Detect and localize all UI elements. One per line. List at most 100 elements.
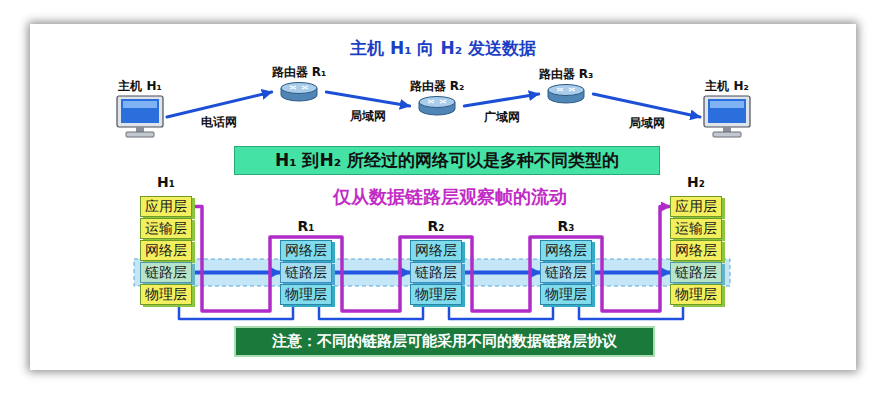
network-link-arrow [464, 94, 538, 106]
monitor-stand [723, 127, 731, 132]
node-label: 网络层 [545, 241, 587, 260]
layer-box: 链路层 [670, 262, 722, 283]
monitor-frame [704, 96, 750, 127]
caption-note: 仅从数据链路层观察帧的流动 [333, 186, 567, 208]
monitor-stand [136, 127, 144, 132]
monitor-screen [708, 99, 746, 123]
stack-heading: R₁ [280, 218, 332, 234]
layer-box: 网络层 [670, 240, 722, 261]
node-label: 网络层 [145, 241, 187, 260]
layer-box: 链路层 [540, 262, 592, 283]
protocol-stack: R₁ 网络层链路层物理层 [280, 218, 332, 306]
stack-heading: H₂ [670, 174, 722, 190]
node-label: 物理层 [145, 285, 187, 304]
node-label: 物理层 [285, 285, 327, 304]
protocol-stack: R₂ 网络层链路层物理层 [410, 218, 462, 306]
node-label: 应用层 [675, 197, 717, 216]
network-type-label: 广域网 [482, 110, 522, 125]
node-label: 链路层 [285, 263, 327, 282]
layer-group: 网络层链路层物理层 [280, 240, 332, 305]
node-label: H₁ 到H₂ 所经过的网络可以是多种不同类型的 [275, 150, 619, 171]
screen-glare [123, 101, 157, 108]
layer-box: 应用层 [670, 196, 722, 217]
protocol-stack: R₃ 网络层链路层物理层 [540, 218, 592, 306]
node-label: 路由器 R₃ [539, 66, 594, 82]
layer-box: 网络层 [410, 240, 462, 261]
layer-box: 物理层 [410, 284, 462, 305]
host-node: 主机 H₂ [700, 78, 754, 139]
stack-heading: H₁ [140, 174, 192, 190]
stack-heading: R₂ [410, 218, 462, 234]
layer-box: 物理层 [140, 284, 192, 305]
node-label: 物理层 [675, 285, 717, 304]
layer-box: 应用层 [140, 196, 192, 217]
monitor-base [126, 132, 154, 137]
layer-box: 链路层 [140, 262, 192, 283]
frame-arrow [192, 271, 280, 275]
layer-group: 网络层链路层物理层 [410, 240, 462, 305]
node-label: 注意：不同的链路层可能采用不同的数据链路层协议 [272, 332, 617, 351]
link-layer-band [134, 259, 730, 286]
node-label: 运输层 [675, 219, 717, 238]
data-flow-path [192, 207, 670, 312]
note-banner: H₁ 到H₂ 所经过的网络可以是多种不同类型的 [234, 146, 660, 175]
router-top [419, 97, 455, 108]
layer-box: 网络层 [280, 240, 332, 261]
protocol-stack: H₁ 应用层运输层网络层链路层物理层 [140, 174, 192, 306]
router-icon [417, 95, 457, 117]
monitor-base [713, 132, 741, 137]
router-node: 路由器 R₃ [539, 66, 594, 105]
protocol-stack: H₂ 应用层运输层网络层链路层物理层 [670, 174, 722, 306]
router-arrows [557, 88, 575, 91]
layer-group: 应用层运输层网络层链路层物理层 [670, 196, 722, 305]
router-top [548, 85, 584, 96]
screen-glare [710, 101, 744, 108]
node-label: 主机 H₂ [700, 78, 754, 94]
node-label: 路由器 R₁ [272, 64, 327, 80]
layer-box: 链路层 [410, 262, 462, 283]
layer-box: 运输层 [670, 218, 722, 239]
node-label: 链路层 [145, 263, 187, 282]
layer-group: 网络层链路层物理层 [540, 240, 592, 305]
diagram-title: 主机 H₁ 向 H₂ 发送数据 [0, 38, 886, 59]
node-label: 主机 H₁ [113, 78, 167, 94]
node-label: 链路层 [675, 263, 717, 282]
node-label: 运输层 [145, 219, 187, 238]
network-type-label: 局域网 [348, 109, 388, 124]
router-icon [279, 81, 319, 103]
router-node: 路由器 R₁ [272, 64, 327, 103]
title-area: 主机 H₁ 向 H₂ 发送数据 [0, 38, 886, 59]
computer-icon [113, 95, 167, 139]
network-link-arrow [326, 92, 409, 106]
layer-box: 物理层 [540, 284, 592, 305]
layer-box: 网络层 [540, 240, 592, 261]
node-label: 物理层 [545, 285, 587, 304]
node-label: 网络层 [415, 241, 457, 260]
layer-group: 应用层运输层网络层链路层物理层 [140, 196, 192, 305]
monitor-screen [121, 99, 159, 123]
layer-box: 运输层 [140, 218, 192, 239]
layer-box: 物理层 [280, 284, 332, 305]
router-node: 路由器 R₂ [410, 78, 465, 117]
node-label: 物理层 [415, 285, 457, 304]
network-type-label: 局域网 [627, 116, 667, 131]
router-top [281, 83, 317, 94]
node-label: 链路层 [415, 263, 457, 282]
computer-icon [700, 95, 754, 139]
layer-box: 链路层 [280, 262, 332, 283]
node-label: 网络层 [675, 241, 717, 260]
layer-box: 物理层 [670, 284, 722, 305]
router-arrows [428, 100, 446, 103]
stack-heading: R₃ [540, 218, 592, 234]
node-label: 路由器 R₂ [410, 78, 465, 94]
router-arrows [290, 86, 308, 89]
network-type-label: 电话网 [199, 115, 239, 130]
network-link-arrow [167, 92, 272, 117]
network-link-arrow [593, 94, 700, 117]
node-label: 网络层 [285, 241, 327, 260]
monitor-frame [117, 96, 163, 127]
node-label: 应用层 [145, 197, 187, 216]
note-banner: 注意：不同的链路层可能采用不同的数据链路层协议 [234, 326, 655, 357]
node-label: 链路层 [545, 263, 587, 282]
